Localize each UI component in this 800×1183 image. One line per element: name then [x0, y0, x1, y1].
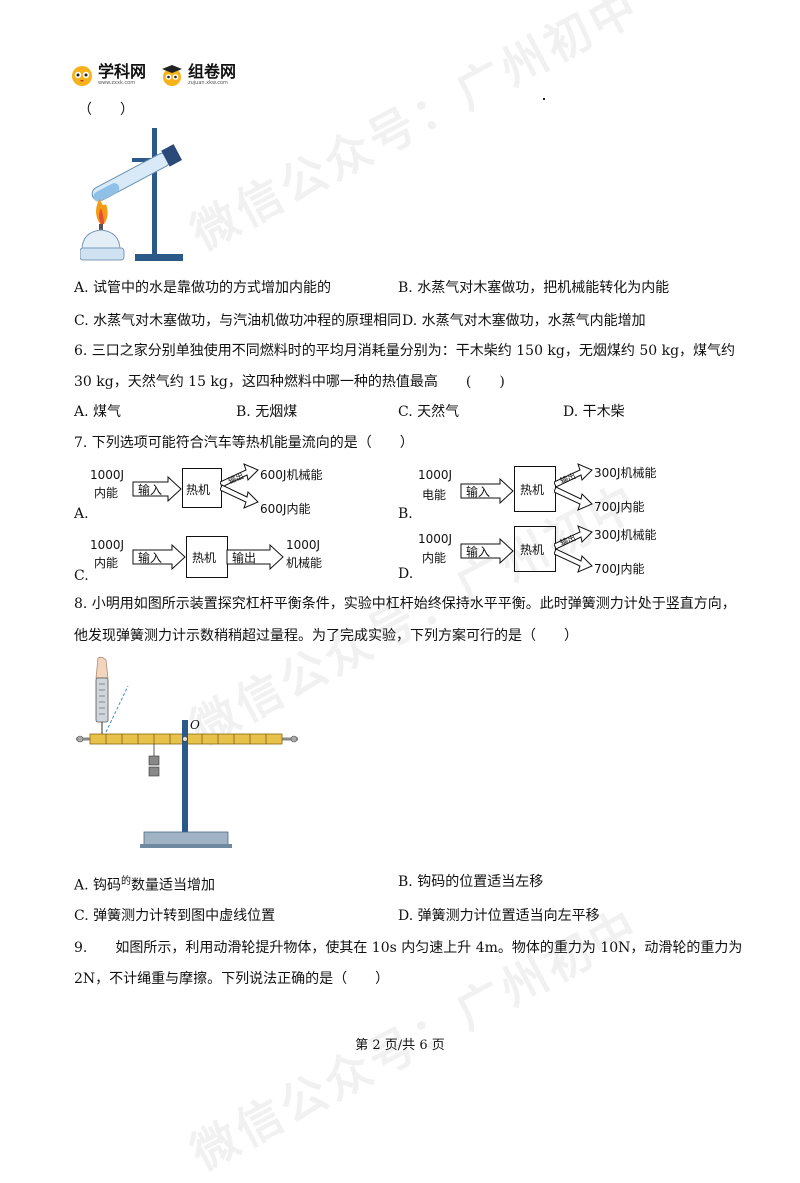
q7-c-input-amount: 1000J [90, 538, 125, 552]
q7-option-d[interactable]: D. 1000J 内能 输入 热机 输出 300J机械能 700J内能 [398, 524, 698, 586]
q7-b-input-type: 电能 [422, 488, 447, 502]
q7-c-output-arrow [226, 544, 284, 570]
q6-option-a[interactable]: A. 煤气 [74, 404, 122, 420]
q6-option-c[interactable]: C. 天然气 [398, 404, 460, 420]
q7-option-a[interactable]: A. 1000J 内能 输入 热机 输出 600J机械能 600J内能 [74, 462, 374, 524]
q6-stem-line2: 30 kg，天然气约 15 kg，这四种燃料中哪一种的热值最高 ( ) [74, 374, 505, 390]
q5-option-b[interactable]: B. 水蒸气对木塞做功，把机械能转化为内能 [398, 280, 670, 296]
q7-option-b[interactable]: B. 1000J 电能 输入 热机 输出 300J机械能 700J内能 [398, 462, 698, 524]
q7-d-input-amount: 1000J [418, 532, 453, 546]
q7-a-output-mechanical: 600J机械能 [260, 468, 323, 482]
logo-zujuanwang-url: zujuan.xkw.com [188, 80, 228, 86]
q7-d-input-arrow [460, 538, 514, 564]
logo-xuekewang-url: www.zxxk.com [98, 80, 136, 86]
logo-zujuanwang-name: 组卷网 [188, 62, 237, 81]
q7-b-engine-label: 热机 [520, 483, 545, 497]
q7-d-output-arrows [554, 525, 593, 573]
q7-c-engine-label: 热机 [192, 551, 217, 565]
q7-b-input-label: 输入 [466, 485, 491, 499]
q7-a-input-label: 输入 [138, 483, 163, 497]
q7-c-input-arrow [132, 544, 186, 570]
q6-option-b[interactable]: B. 无烟煤 [236, 404, 298, 420]
q7-c-input-type: 内能 [94, 556, 119, 570]
q7-a-input-arrow [132, 476, 182, 502]
q7-a-output-internal: 600J内能 [260, 502, 311, 516]
q9-stem-line2: 2N，不计绳重与摩擦。下列说法正确的是（ ） [74, 971, 390, 987]
q8-option-a-pre: A. 钩码 [74, 877, 122, 894]
logo-zujuanwang[interactable]: 组卷网 zujuan.xkw.com [160, 60, 236, 90]
q7-a-input-type: 内能 [94, 486, 119, 500]
q7-c-output-amount: 1000J [286, 538, 321, 552]
q8-stem-line1: 8. 小明用如图所示装置探究杠杆平衡条件，实验中杠杆始终保持水平平衡。此时弹簧测… [74, 596, 736, 612]
logo-xuekewang[interactable]: 学科网 www.zxxk.com [70, 60, 146, 90]
q7-a-input-amount: 1000J [90, 468, 125, 482]
q8-figure-lever [76, 656, 298, 848]
q6-stem-line1: 6. 三口之家分别单独使用不同燃料时的平均月消耗量分别为：干木柴约 150 kg… [74, 343, 736, 359]
q7-c-letter: C. [74, 568, 89, 584]
owl-icon [72, 66, 92, 86]
q8-option-a-sup: 的 [121, 876, 132, 887]
q7-a-letter: A. [74, 506, 89, 522]
q7-a-output-arrows [220, 463, 259, 509]
dot-mark [543, 98, 545, 100]
logo-xuekewang-name: 学科网 [98, 62, 147, 81]
q7-d-letter: D. [398, 566, 414, 582]
q7-d-input-label: 输入 [466, 545, 491, 559]
graduate-owl-icon [162, 65, 182, 86]
q8-option-d[interactable]: D. 弹簧测力计位置适当向左平移 [398, 908, 600, 924]
q5-option-a[interactable]: A. 试管中的水是靠做功的方式增加内能的 [74, 280, 332, 296]
q7-b-output-mechanical: 300J机械能 [594, 466, 657, 480]
q7-c-output-type: 机械能 [286, 556, 323, 570]
q6-option-d[interactable]: D. 干木柴 [563, 404, 625, 420]
q8-option-c[interactable]: C. 弹簧测力计转到图中虚线位置 [74, 908, 276, 924]
q8-option-a[interactable]: A. 钩码的数量适当增加 [74, 872, 215, 896]
q7-a-engine-label: 热机 [186, 483, 211, 497]
q7-c-input-label: 输入 [138, 551, 163, 565]
q5-figure-test-tube-heating [80, 128, 183, 261]
q7-d-input-type: 内能 [422, 551, 447, 565]
q7-d-output-mechanical: 300J机械能 [594, 528, 657, 542]
q7-c-output-label: 输出 [232, 551, 257, 565]
page-number: 第 2 页/共 6 页 [355, 1038, 445, 1053]
q7-option-c[interactable]: C. 1000J 内能 输入 热机 输出 1000J 机械能 [74, 532, 374, 588]
watermark-top: 微信公众号：广州初中 [182, 0, 650, 261]
q8-option-b[interactable]: B. 钩码的位置适当左移 [398, 874, 544, 890]
q7-b-input-amount: 1000J [418, 468, 453, 482]
q5-option-d[interactable]: D. 水蒸气对木塞做功，水蒸气内能增加 [402, 313, 646, 329]
q7-d-output-internal: 700J内能 [594, 562, 645, 576]
q7-b-output-arrows [554, 463, 593, 511]
q8-option-a-post: 数量适当增加 [131, 877, 216, 894]
q5-stem: （ ） [78, 102, 134, 118]
q5-option-c[interactable]: C. 水蒸气对木塞做功，与汽油机做功冲程的原理相同 [74, 313, 402, 329]
q7-b-letter: B. [398, 506, 413, 522]
q7-stem: 7. 下列选项可能符合汽车等热机能量流向的是（ ） [74, 435, 414, 451]
q9-stem-line1: 9. 如图所示，利用动滑轮提升物体，使其在 10s 内匀速上升 4m。物体的重力… [74, 940, 743, 956]
q7-b-output-internal: 700J内能 [594, 500, 645, 514]
q7-b-input-arrow [460, 478, 514, 504]
q7-d-engine-label: 热机 [520, 543, 545, 557]
q8-stem-line2: 他发现弹簧测力计示数稍稍超过量程。为了完成实验，下列方案可行的是（ ） [74, 628, 578, 644]
q8-figure-pivot-label: O [190, 718, 200, 732]
